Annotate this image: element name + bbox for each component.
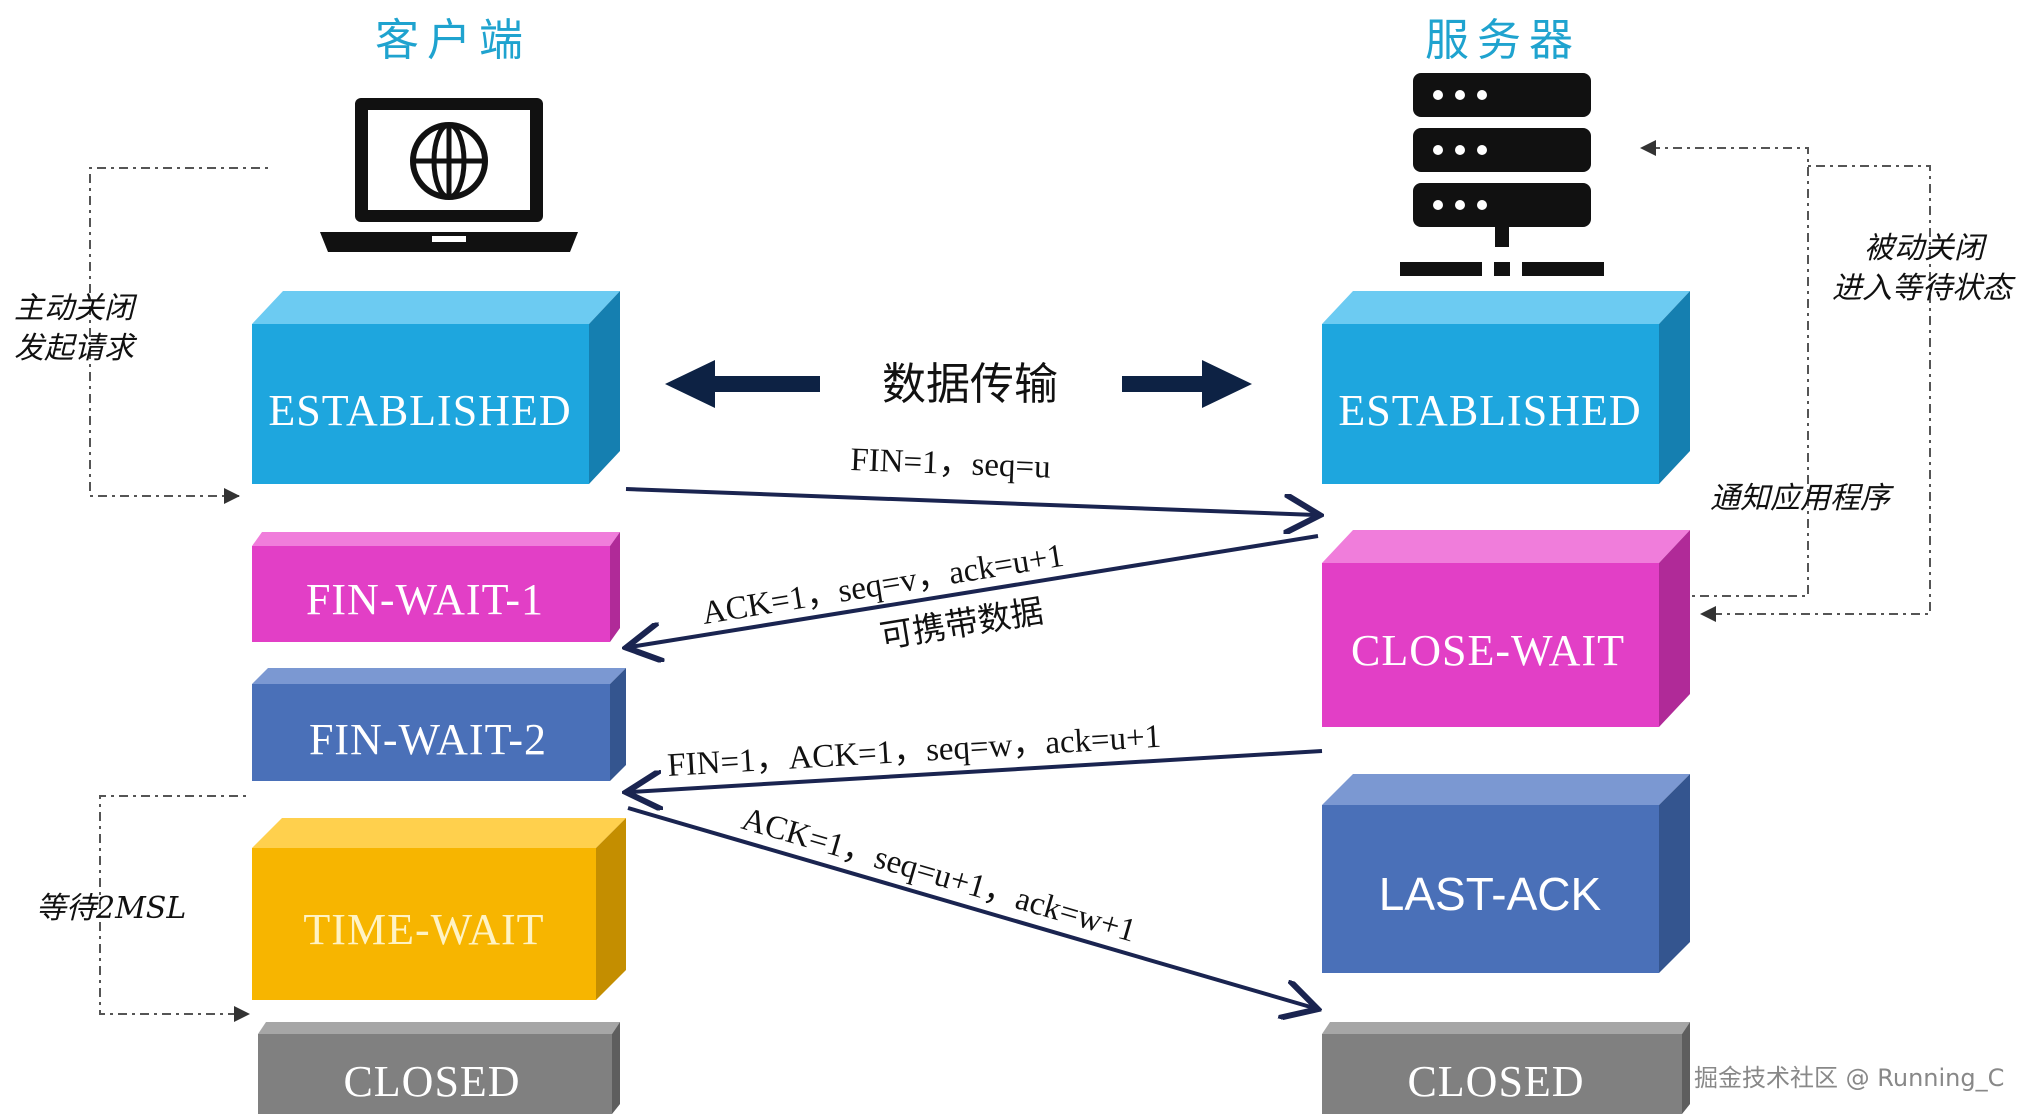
wait-2msl-label: 等待2MSL — [36, 891, 186, 926]
server-established-box: ESTABLISHED — [1322, 291, 1690, 484]
server-close-wait-box: CLOSE-WAIT — [1322, 530, 1690, 727]
active-close-line-2: 发起请求 — [14, 331, 138, 366]
client-closed-label: CLOSED — [343, 1057, 520, 1106]
notify-app-label: 通知应用程序 — [1710, 481, 1894, 516]
message-ack-server-to-client: ACK=1，seq=v，ack=u+1 可携带数据 — [630, 534, 1319, 656]
message-fin-ack-server-to-client: FIN=1，ACK=1，seq=w，ack=u+1 — [630, 719, 1323, 792]
data-transfer-arrows: 数据传输 — [665, 359, 1252, 410]
server-title: 服务器 — [1425, 15, 1581, 66]
passive-close-line-2: 进入等待状态 — [1832, 271, 2016, 306]
passive-close-line-1: 被动关闭 — [1864, 231, 1988, 266]
server-closed-label: CLOSED — [1407, 1057, 1584, 1106]
client-time-wait-label: TIME-WAIT — [303, 905, 544, 954]
message-4-label: ACK=1，seq=u+1，ack=w+1 — [738, 801, 1140, 949]
client-fin-wait-1-label: FIN-WAIT-1 — [306, 575, 544, 624]
active-close-line-1: 主动关闭 — [14, 291, 138, 326]
watermark: 掘金技术社区 @ Running_C — [1694, 1064, 2004, 1092]
server-rack-icon — [1400, 73, 1604, 276]
client-fin-wait-2-box: FIN-WAIT-2 — [252, 668, 626, 781]
client-established-box: ESTABLISHED — [252, 291, 620, 484]
client-established-label: ESTABLISHED — [268, 386, 571, 435]
active-close-annotation: 主动关闭 发起请求 — [14, 167, 268, 504]
server-established-label: ESTABLISHED — [1338, 386, 1641, 435]
laptop-globe-icon — [320, 98, 578, 252]
client-fin-wait-2-label: FIN-WAIT-2 — [309, 715, 547, 764]
client-fin-wait-1-box: FIN-WAIT-1 — [252, 532, 620, 642]
passive-close-annotation: 被动关闭 进入等待状态 通知应用程序 — [1640, 140, 2016, 622]
server-last-ack-label: LAST-ACK — [1379, 868, 1602, 920]
wait-2msl-annotation: 等待2MSL — [36, 795, 250, 1022]
client-title: 客户端 — [375, 15, 531, 66]
message-ack-client-to-server: ACK=1，seq=u+1，ack=w+1 — [627, 801, 1314, 1008]
message-1-label: FIN=1，seq=u — [850, 442, 1052, 486]
server-close-wait-label: CLOSE-WAIT — [1351, 626, 1625, 675]
server-last-ack-box: LAST-ACK — [1322, 774, 1690, 973]
message-fin-client-to-server: FIN=1，seq=u — [625, 442, 1316, 515]
client-time-wait-box: TIME-WAIT — [252, 818, 626, 1000]
server-closed-box: CLOSED — [1322, 1022, 1690, 1114]
client-closed-box: CLOSED — [258, 1022, 620, 1114]
data-transfer-label: 数据传输 — [882, 359, 1058, 410]
